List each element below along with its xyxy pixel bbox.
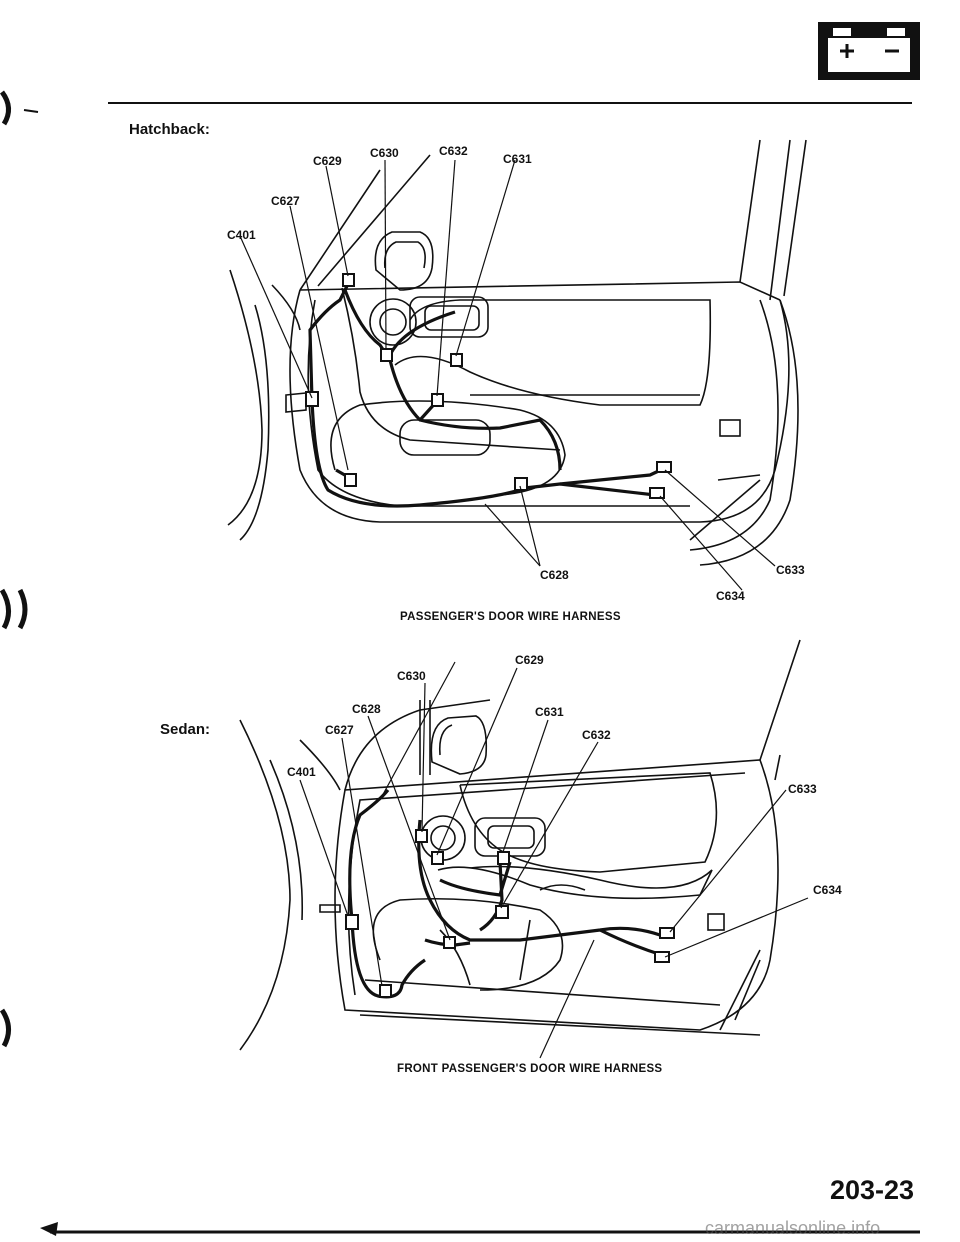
page-number: 203-23 bbox=[830, 1175, 915, 1205]
hatchback-label-c401: C401 bbox=[227, 228, 256, 242]
hatchback-caption: PASSENGER'S DOOR WIRE HARNESS bbox=[400, 611, 621, 623]
sedan-label-c629: C629 bbox=[515, 653, 544, 667]
hatchback-title: Hatchback: bbox=[129, 121, 210, 138]
sedan-label-c634: C634 bbox=[813, 883, 842, 897]
binder-marks bbox=[0, 90, 28, 1048]
sedan-label-c401: C401 bbox=[287, 765, 316, 779]
sedan-label-c628: C628 bbox=[352, 702, 381, 716]
sedan-leader-lines bbox=[299, 661, 809, 1059]
sedan-title: Sedan: bbox=[160, 721, 211, 738]
sedan-label-c631: C631 bbox=[535, 705, 564, 719]
sedan-caption: FRONT PASSENGER'S DOOR WIRE HARNESS bbox=[397, 1063, 663, 1075]
hatchback-label-c628: C628 bbox=[540, 568, 569, 582]
sedan-connector-boxes bbox=[345, 829, 675, 998]
hatchback-label-c629: C629 bbox=[313, 154, 342, 168]
hatchback-leader-lines bbox=[239, 159, 776, 591]
hatchback-label-c630: C630 bbox=[370, 146, 399, 160]
hatchback-label-c634: C634 bbox=[716, 589, 745, 603]
hatchback-label-c631: C631 bbox=[503, 152, 532, 166]
sedan-door-diagram bbox=[239, 639, 801, 1051]
sedan-label-c633: C633 bbox=[788, 782, 817, 796]
hatchback-wire-harness bbox=[308, 279, 666, 508]
hatchback-connector-boxes bbox=[305, 273, 672, 499]
sedan-label-c630: C630 bbox=[397, 669, 426, 683]
hatchback-label-c632: C632 bbox=[439, 144, 468, 158]
sedan-wire-harness bbox=[348, 788, 673, 999]
hatchback-label-c633: C633 bbox=[776, 563, 805, 577]
battery-icon bbox=[818, 22, 920, 80]
hatchback-label-c627: C627 bbox=[271, 194, 300, 208]
sedan-label-c627: C627 bbox=[325, 723, 354, 737]
sedan-label-c632: C632 bbox=[582, 728, 611, 742]
hatchback-door-diagram bbox=[227, 139, 807, 566]
watermark: carmanualsonline.info bbox=[705, 1218, 881, 1238]
